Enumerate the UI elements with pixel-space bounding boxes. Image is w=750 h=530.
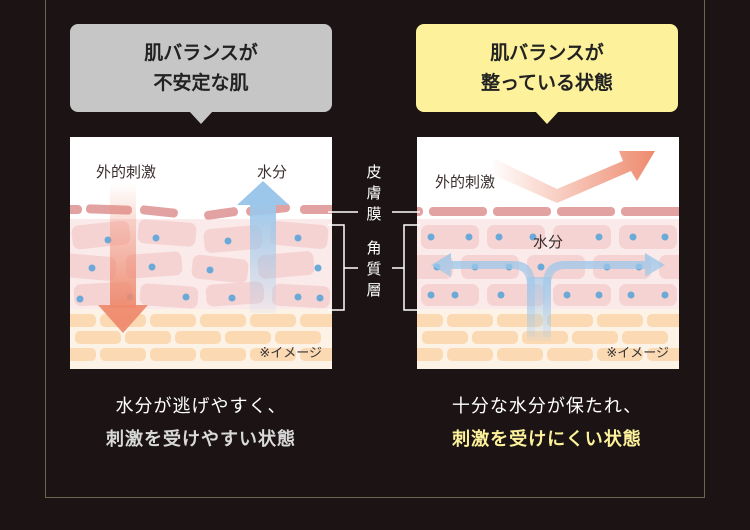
stratum-corneum-char-2: 質 (366, 260, 382, 278)
left-bubble-line1: 肌バランスが (144, 42, 258, 64)
right-caption-line2: 刺激を受けにくい状態 (452, 429, 642, 450)
right-water-label: 水分 (533, 233, 564, 251)
left-note: ※イメージ (259, 346, 322, 361)
left-water-label: 水分 (257, 163, 288, 181)
left-caption-line2: 刺激を受けやすい状態 (106, 429, 296, 450)
left-caption: 水分が逃げやすく、 刺激を受けやすい状態 (70, 390, 332, 456)
sebum-membrane-char-1: 皮 (366, 163, 382, 181)
sebum-membrane-char-3: 膜 (366, 205, 382, 223)
sebum-membrane-char-2: 膚 (366, 184, 382, 202)
content-frame (45, 0, 705, 498)
stratum-corneum-label: 角 質 層 (357, 238, 391, 301)
unstable-skin-illustration: 外的刺激 水分 ※イメージ (70, 137, 332, 369)
balanced-skin-svg (417, 137, 679, 369)
right-bubble-line1: 肌バランスが (490, 42, 604, 64)
sebum-membrane-label: 皮 膚 膜 (357, 162, 391, 225)
right-caption-line1: 十分な水分が保たれ、 (451, 396, 643, 417)
unstable-skin-svg (70, 137, 332, 369)
left-caption-line1: 水分が逃げやすく、 (115, 396, 287, 417)
right-title-bubble: 肌バランスが 整っている状態 (416, 24, 678, 124)
left-bubble-line2: 不安定な肌 (153, 72, 249, 94)
stratum-corneum-char-1: 角 (366, 239, 382, 257)
right-stimulus-label: 外的刺激 (435, 173, 496, 191)
right-bubble-line2: 整っている状態 (480, 72, 614, 94)
left-title-bubble: 肌バランスが 不安定な肌 (70, 24, 332, 124)
balanced-skin-illustration: 外的刺激 水分 ※イメージ (417, 137, 679, 369)
right-caption: 十分な水分が保たれ、 刺激を受けにくい状態 (416, 390, 678, 456)
right-note: ※イメージ (606, 346, 669, 361)
left-stimulus-label: 外的刺激 (96, 163, 157, 181)
stratum-corneum-char-3: 層 (366, 281, 382, 299)
